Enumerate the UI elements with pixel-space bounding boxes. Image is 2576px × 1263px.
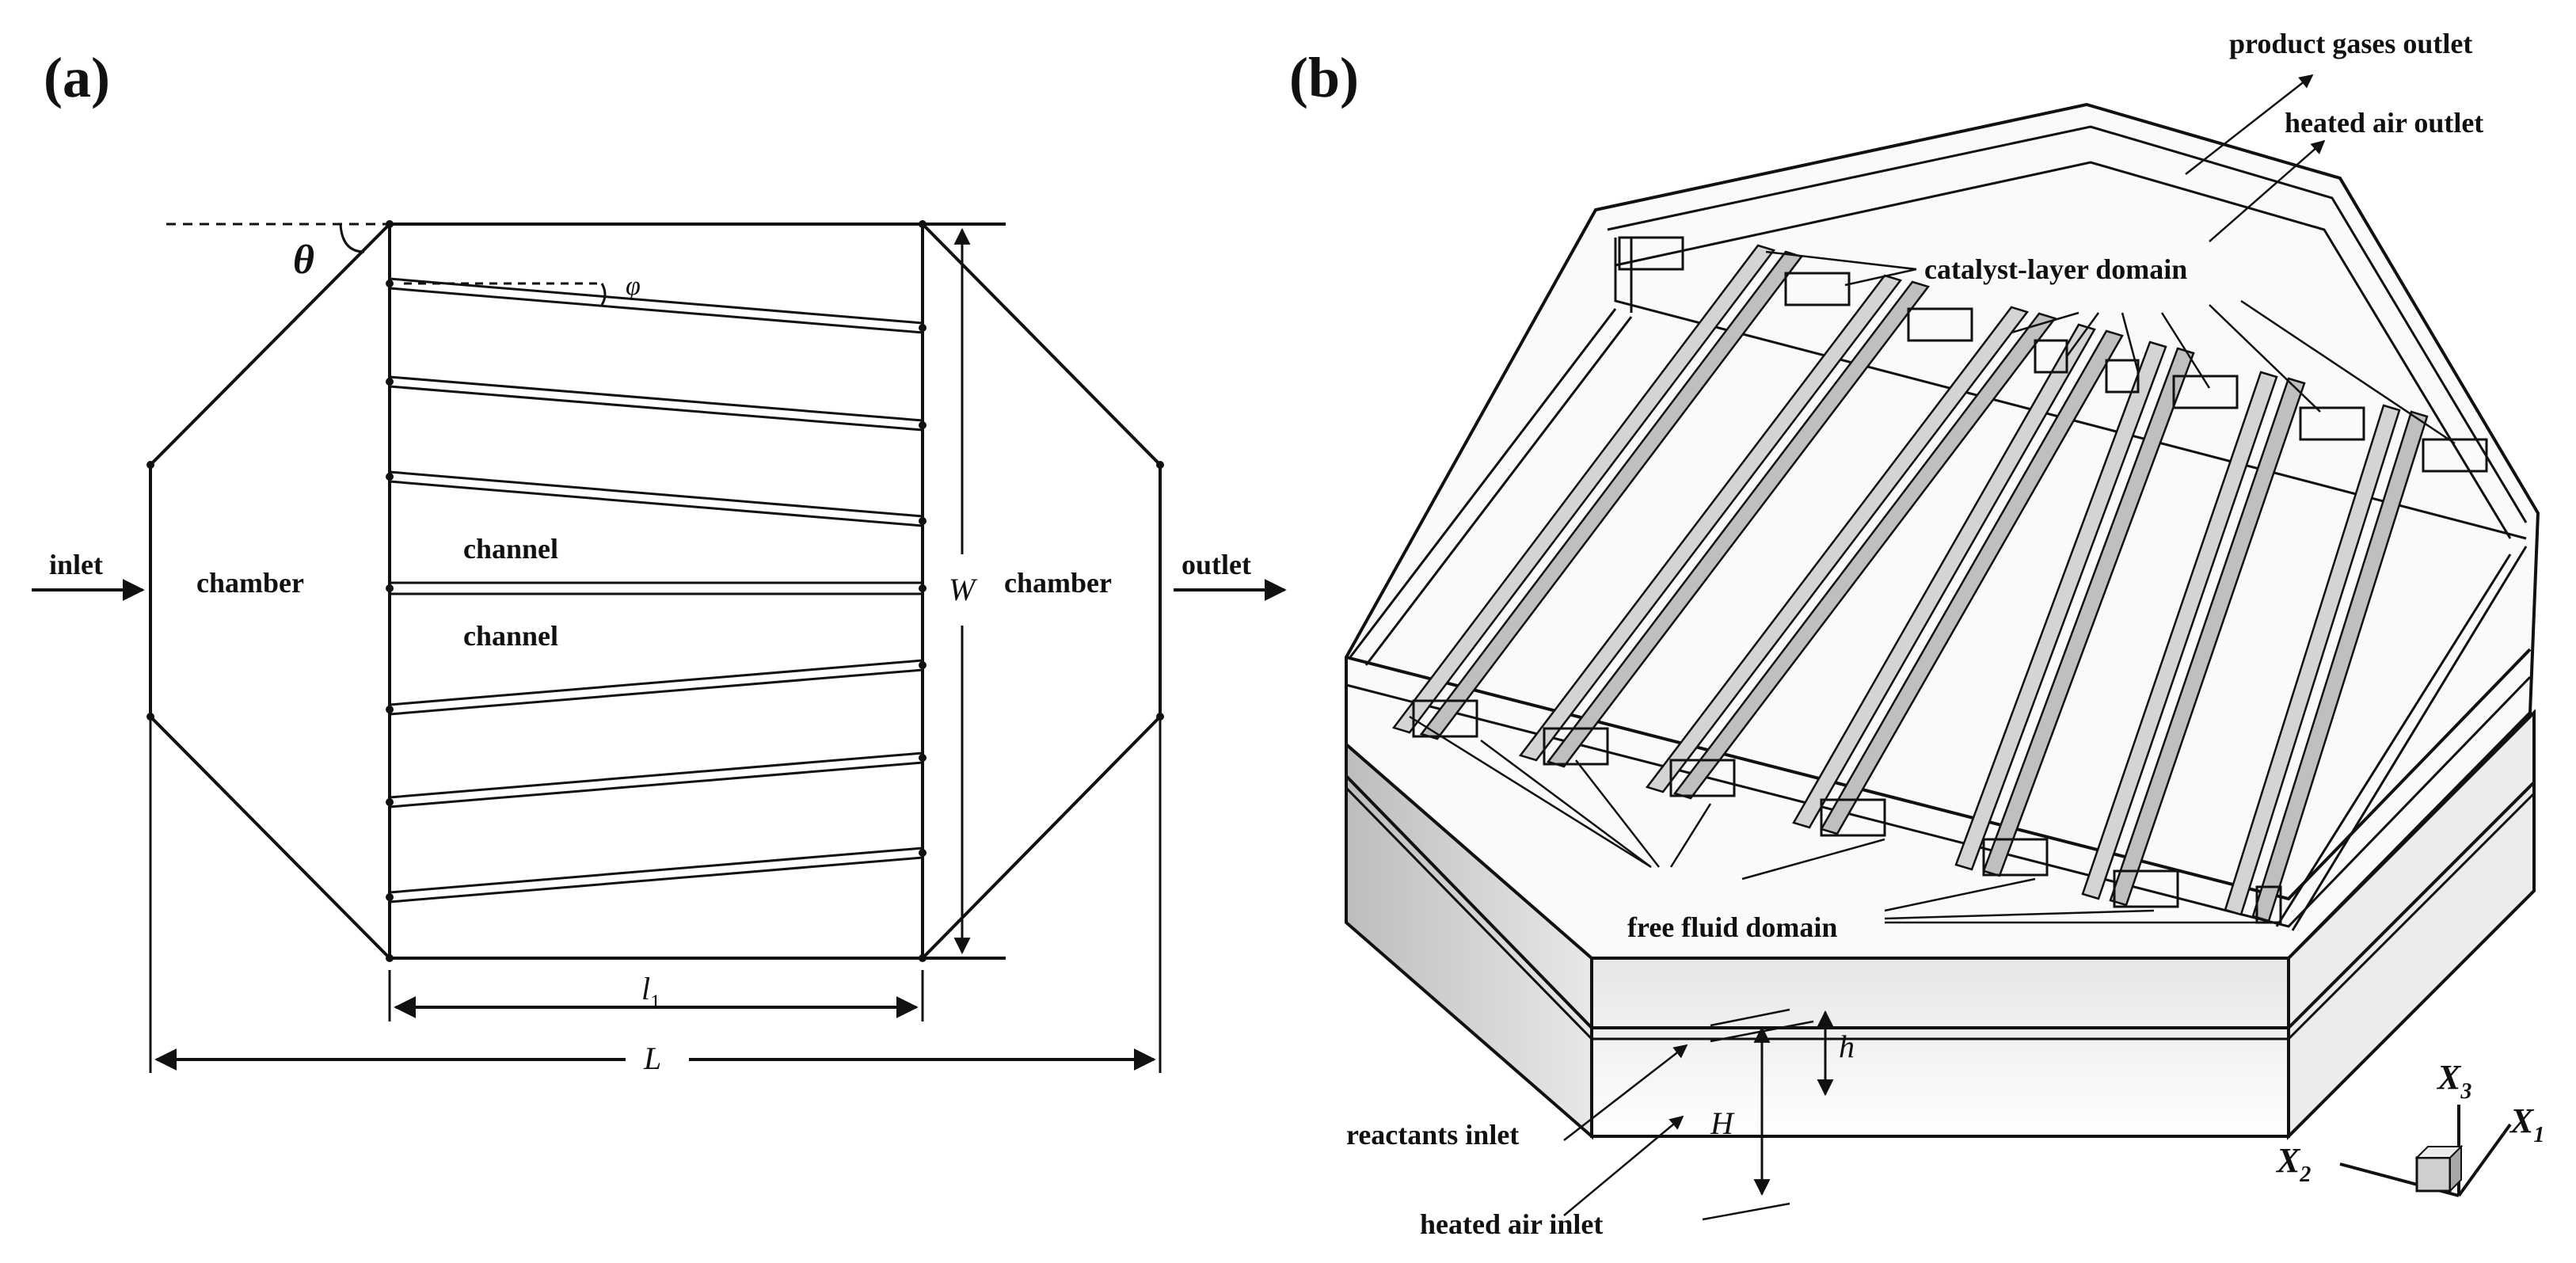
plate-b2 bbox=[1518, 274, 1931, 768]
free-fluid-domain-label: free fluid domain bbox=[1627, 911, 1837, 943]
H-symbol: H bbox=[1710, 1105, 1735, 1141]
chamber-left-label: chamber bbox=[196, 567, 304, 599]
l1-symbol: l1 bbox=[641, 971, 660, 1014]
outlet-arrow: outlet bbox=[1174, 549, 1287, 601]
plate-5 bbox=[386, 659, 927, 716]
leader-lines bbox=[1409, 74, 2456, 1221]
plate-b7 bbox=[2224, 404, 2429, 923]
x1-axis-label: X1 bbox=[2509, 1101, 2544, 1147]
heated-air-outlet-label: heated air outlet bbox=[2285, 107, 2483, 139]
plate-b3 bbox=[1645, 306, 2057, 800]
inlet-label: inlet bbox=[49, 549, 103, 580]
catalyst-layer-domain-label: catalyst-layer domain bbox=[1924, 253, 2187, 285]
reactants-inlet-label: reactants inlet bbox=[1346, 1119, 1519, 1151]
chamber-right-label: chamber bbox=[1004, 567, 1112, 599]
panel-b-label: (b) bbox=[1289, 46, 1359, 109]
plate-7 bbox=[386, 846, 927, 904]
phi-symbol: φ bbox=[626, 272, 641, 301]
x3-axis-label: X3 bbox=[2436, 1058, 2471, 1104]
channel-label-bottom: channel bbox=[463, 620, 558, 652]
l1-dimension: l1 bbox=[388, 970, 924, 1021]
product-gases-outlet-label: product gases outlet bbox=[2229, 28, 2472, 59]
w-symbol: W bbox=[949, 572, 978, 607]
axis-triad: X3 X2 X1 bbox=[2275, 1058, 2544, 1197]
heated-air-inlet-label: heated air inlet bbox=[1420, 1208, 1603, 1240]
catalyst-plates bbox=[1391, 244, 2429, 923]
panel-a-label: (a) bbox=[44, 46, 110, 109]
plate-center bbox=[386, 581, 927, 595]
plate-b4 bbox=[1792, 323, 2124, 835]
inlet-arrow: inlet bbox=[32, 549, 145, 601]
panel-a: (a) bbox=[32, 46, 1287, 1076]
plate-6 bbox=[386, 751, 927, 808]
l-dimension: L bbox=[149, 717, 1162, 1076]
l-symbol: L bbox=[643, 1040, 661, 1076]
w-dimension: W bbox=[949, 227, 978, 955]
h-dimension: h bbox=[1817, 1010, 1855, 1097]
theta-annotation: θ bbox=[166, 223, 390, 283]
h-symbol: h bbox=[1839, 1029, 1855, 1064]
plate-b5 bbox=[1954, 340, 2195, 877]
reactor-outline bbox=[149, 223, 1162, 960]
plate-3 bbox=[386, 470, 927, 527]
reactor-3d-body bbox=[1345, 102, 2540, 1140]
plate-1 bbox=[386, 277, 927, 334]
back-catalyst-blocks bbox=[1618, 236, 2488, 473]
x2-axis-label: X2 bbox=[2275, 1141, 2311, 1187]
plate-b6 bbox=[2081, 371, 2306, 907]
theta-symbol: θ bbox=[293, 238, 314, 283]
plate-2 bbox=[386, 375, 927, 432]
outlet-label: outlet bbox=[1181, 549, 1251, 580]
H-dimension: H bbox=[1710, 1025, 1771, 1196]
panel-b: (b) bbox=[1289, 28, 2544, 1240]
channel-label-top: channel bbox=[463, 533, 558, 565]
phi-annotation: φ bbox=[404, 272, 641, 306]
side-plates bbox=[1349, 308, 2528, 931]
channel-plates bbox=[146, 220, 1164, 962]
